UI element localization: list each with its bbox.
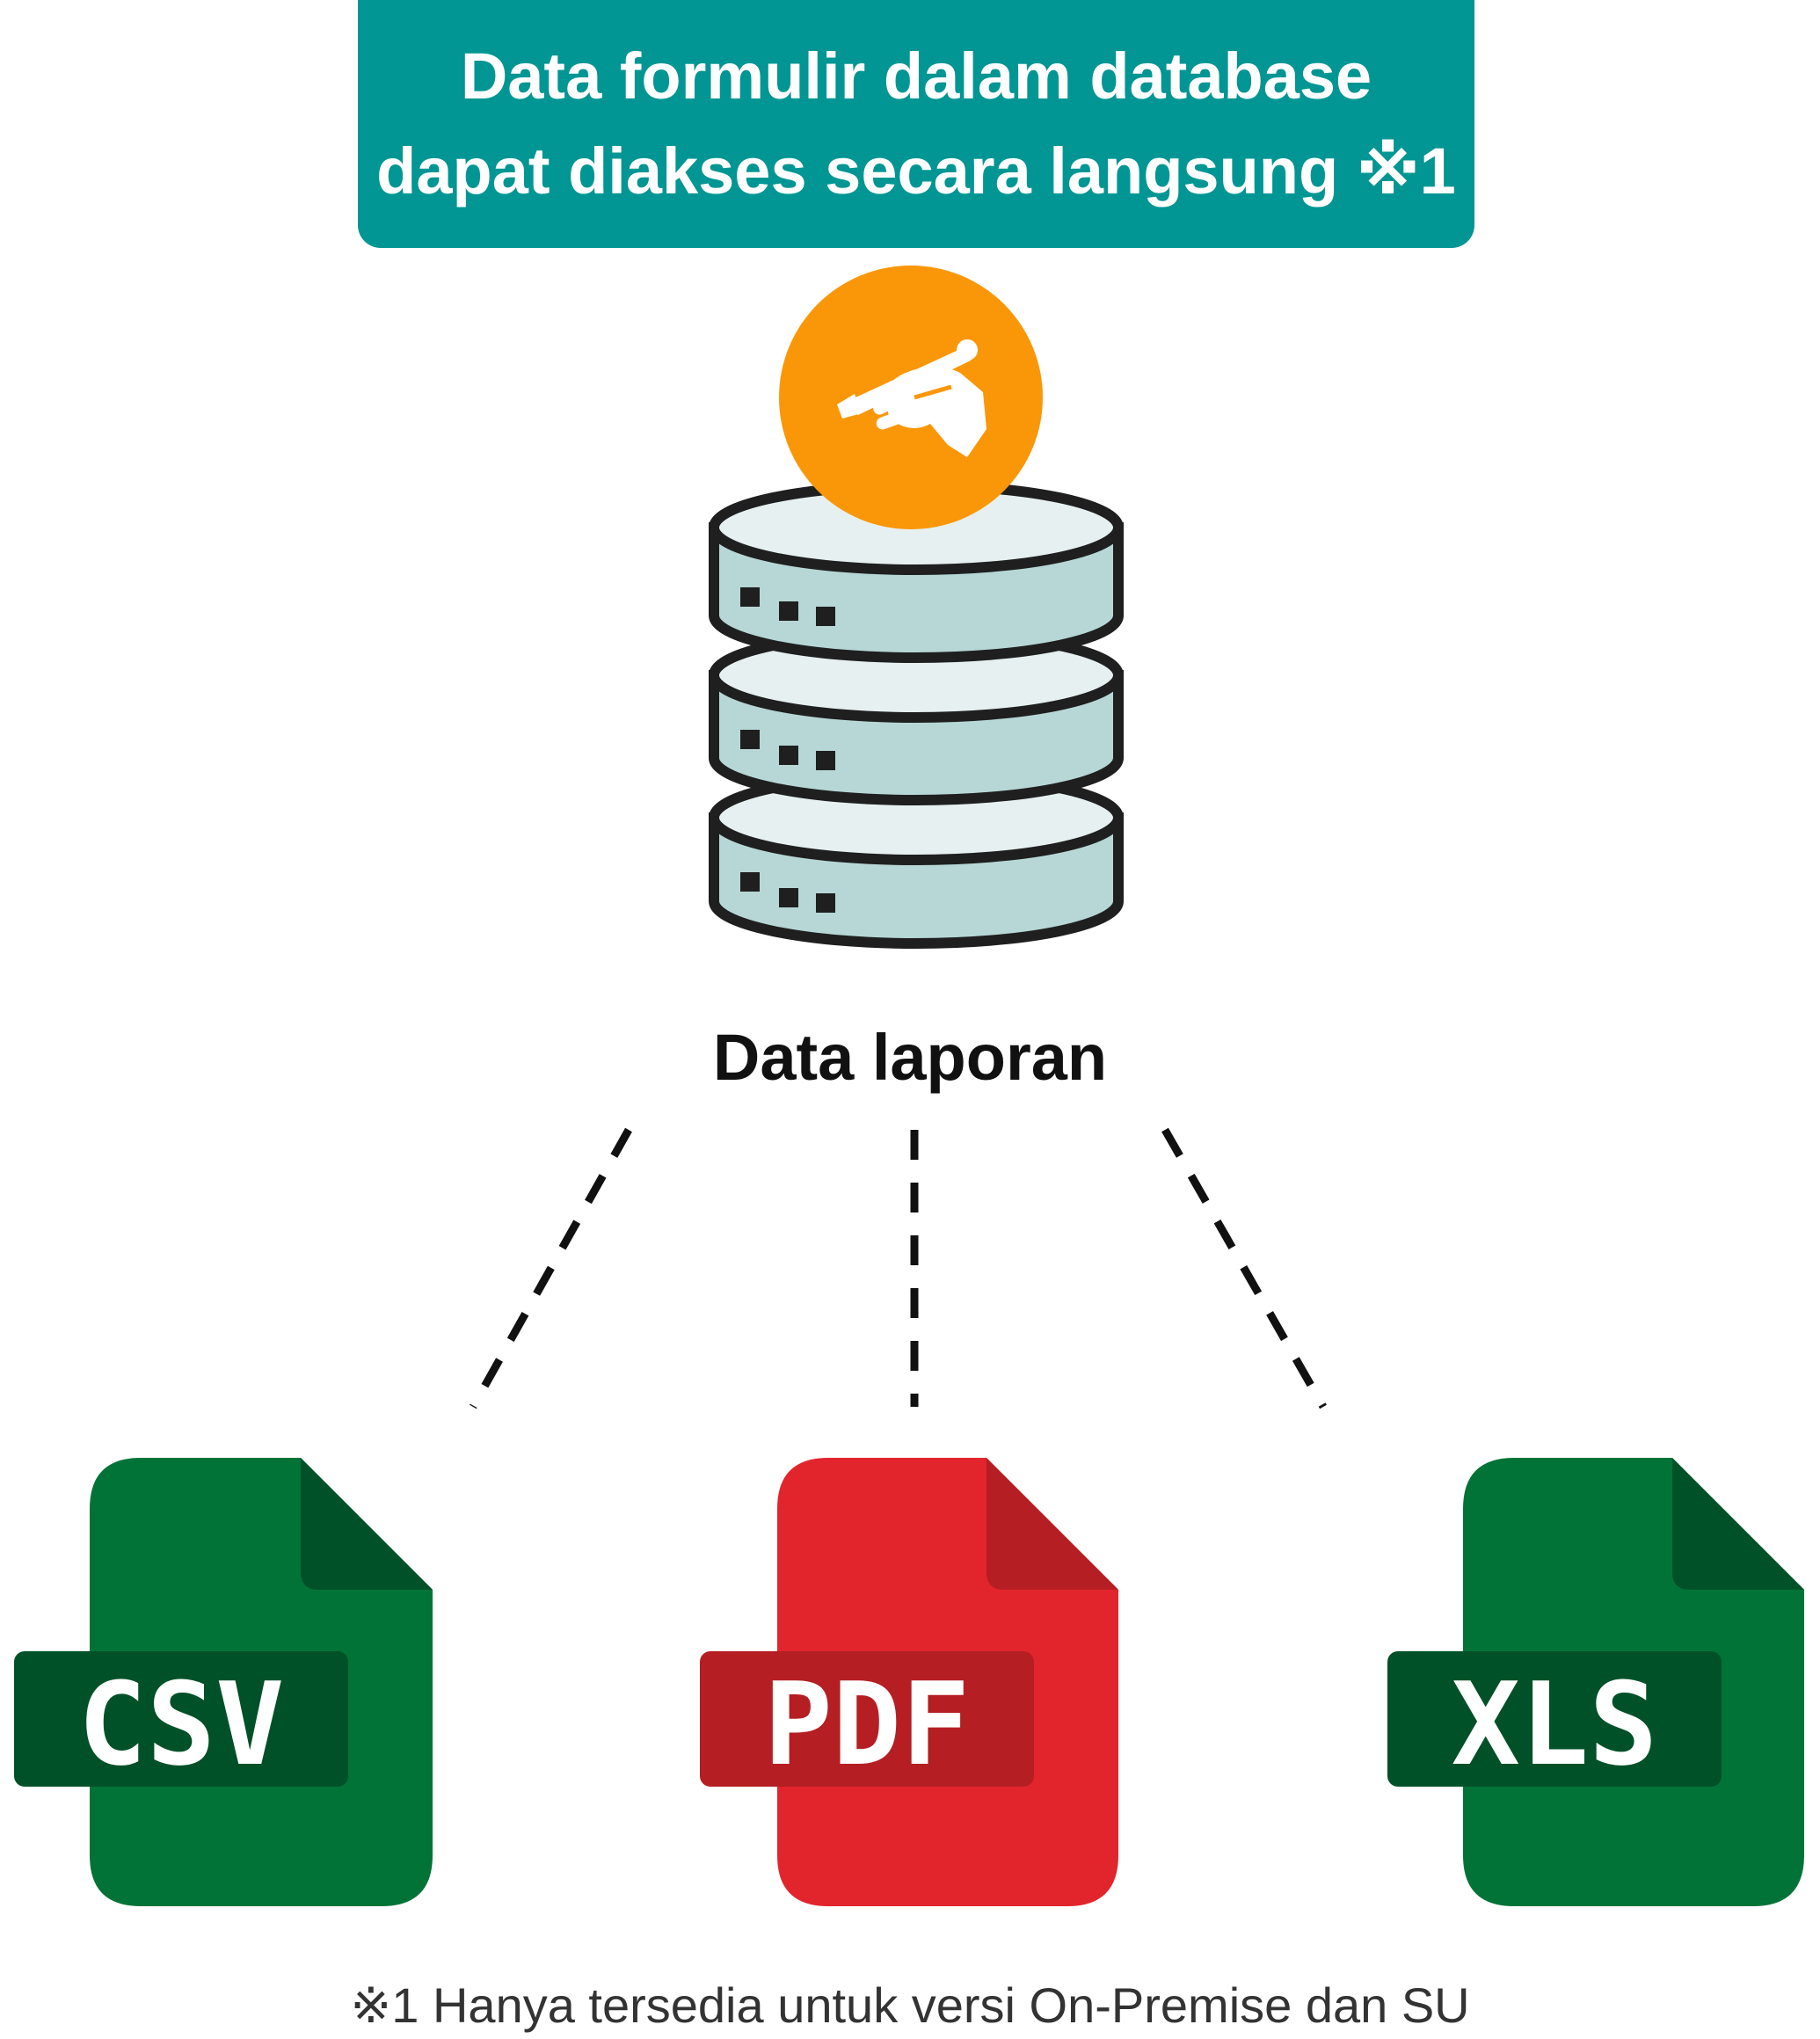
xls-file-icon: XLS xyxy=(1387,1458,1804,1906)
pdf-file-icon: PDF xyxy=(700,1458,1118,1906)
connector-line-right xyxy=(1161,1127,1327,1409)
pdf-file-label: PDF xyxy=(764,1657,971,1791)
csv-file-label: CSV xyxy=(78,1657,285,1791)
hand-writing-pen-icon xyxy=(779,266,1043,529)
banner-line-1: Data formulir dalam database xyxy=(460,40,1372,113)
database-label: Data laporan xyxy=(712,1021,1108,1094)
connector-line-left xyxy=(470,1127,632,1409)
xls-file-label: XLS xyxy=(1452,1657,1658,1791)
title-banner: Data formulir dalam database dapat diaks… xyxy=(358,0,1474,248)
csv-file-icon: CSV xyxy=(14,1458,433,1906)
footnote: ※1 Hanya tersedia untuk versi On-Premise… xyxy=(350,1977,1470,2033)
connector-lines xyxy=(470,1127,1327,1409)
database-stack-icon xyxy=(709,480,1124,949)
banner-line-2: dapat diakses secara langsung ※1 xyxy=(376,135,1456,208)
